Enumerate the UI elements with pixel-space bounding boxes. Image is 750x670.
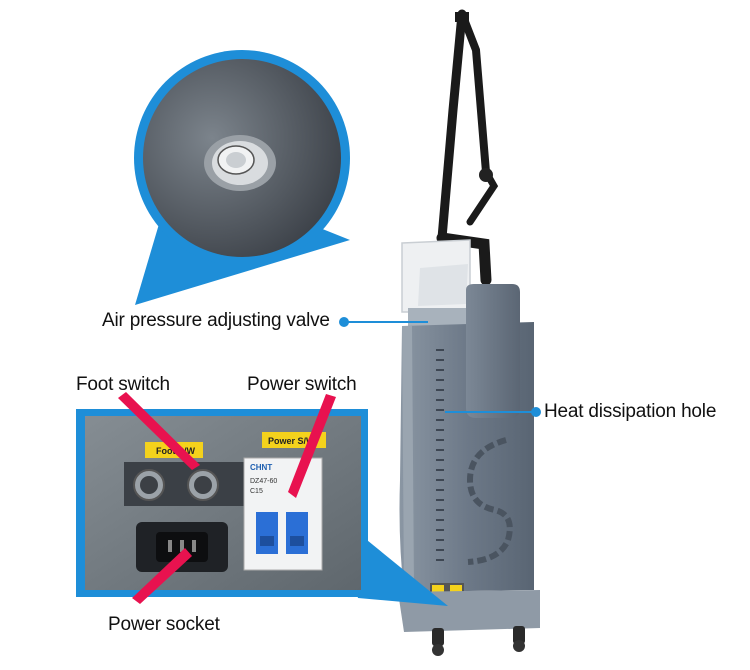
power-switch-label: Power switch <box>247 374 357 395</box>
rear-panel-zoom: Foot S/W Power S/W CHNT DZ47-60 C15 <box>76 409 448 606</box>
circuit-breaker <box>243 457 323 571</box>
breaker-brand: CHNT <box>250 463 272 472</box>
breaker-toggle-right-icon <box>286 512 308 554</box>
heat-dissipation-vents <box>436 349 444 561</box>
power-switch-pointer <box>288 394 336 498</box>
valve-leader <box>339 317 428 327</box>
wheel-icon <box>432 644 444 656</box>
power-sw-label-text: Power S/W <box>268 436 315 446</box>
power-socket-pointer <box>132 548 192 604</box>
valve-knob-center <box>226 152 246 168</box>
screen-vent <box>418 264 468 306</box>
air-valve-label: Air pressure adjusting valve <box>102 310 330 331</box>
body-left-edge <box>402 326 414 592</box>
co2-laser-machine <box>398 9 540 656</box>
breaker-toggle-left-icon <box>256 512 278 554</box>
breaker-rating: C15 <box>250 488 263 495</box>
valve-zoom-callout <box>134 50 350 305</box>
s-logo-decoration <box>466 437 513 565</box>
laser-tower <box>466 284 520 418</box>
wheel-icon <box>432 628 444 646</box>
foot-switch-label: Foot switch <box>76 374 170 395</box>
wheel-icon <box>513 640 525 652</box>
breaker-model: DZ47-60 <box>250 478 277 485</box>
heat-hole-label: Heat dissipation hole <box>544 401 717 422</box>
power-socket-label: Power socket <box>108 614 220 635</box>
heat-leader <box>445 407 541 417</box>
foot-switch-pointer <box>118 392 200 470</box>
wheel-icon <box>513 626 525 644</box>
